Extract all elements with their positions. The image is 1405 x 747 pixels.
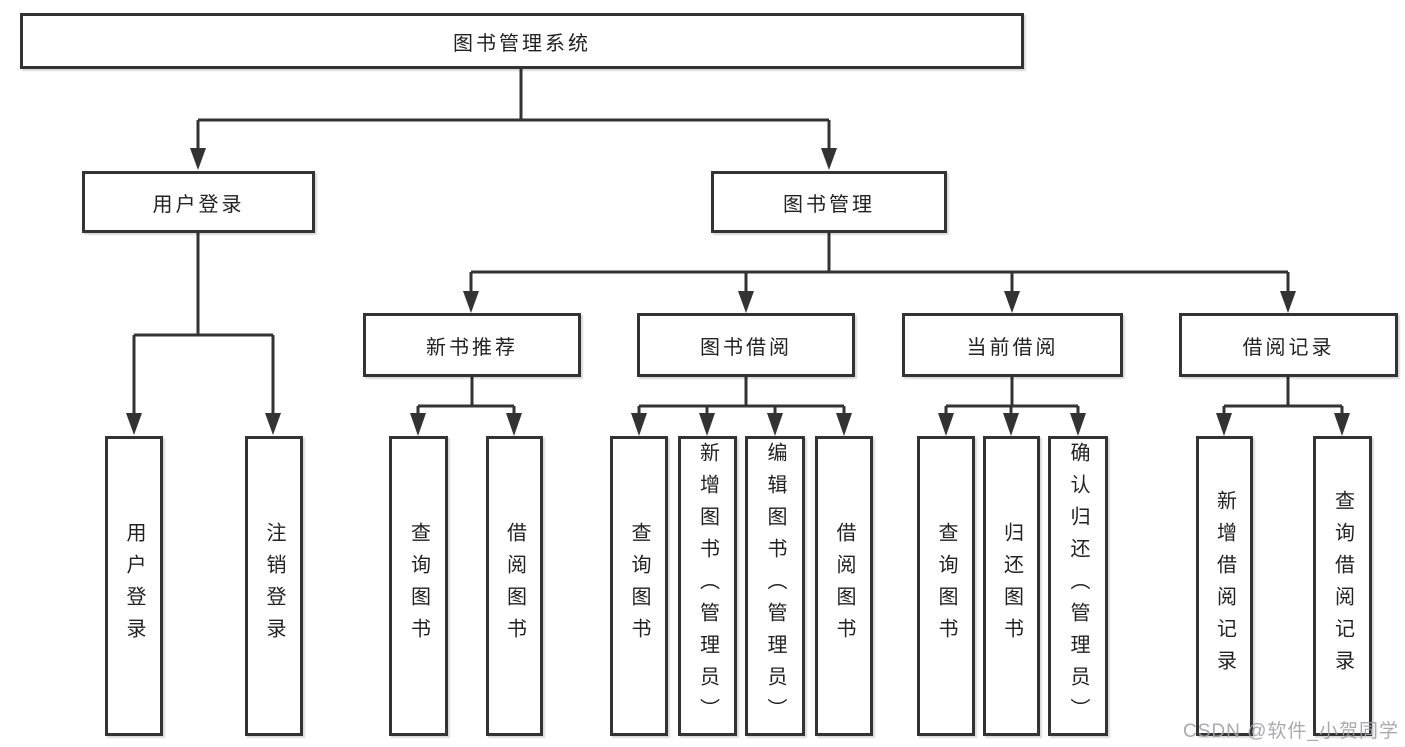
node-user-login: 用户登录 bbox=[82, 171, 315, 233]
node-current-borrow: 当前借阅 bbox=[902, 313, 1123, 377]
edge-borrow-records-children bbox=[1216, 377, 1350, 436]
arrowhead-icon bbox=[1070, 413, 1086, 436]
node-confirm-return-admin: 确认归还（管理员） bbox=[1048, 436, 1108, 736]
arrowhead-icon bbox=[938, 413, 954, 436]
node-label: 借阅图书 bbox=[833, 522, 855, 650]
arrowhead-icon bbox=[699, 413, 715, 436]
node-label: 新增借阅记录 bbox=[1213, 490, 1236, 682]
node-add-books-admin: 新增图书（管理员） bbox=[678, 436, 737, 736]
arrowhead-icon bbox=[767, 413, 783, 436]
node-label: 新书推荐 bbox=[426, 336, 518, 359]
arrowhead-icon bbox=[265, 413, 281, 435]
node-label: 当前借阅 bbox=[966, 336, 1059, 359]
node-book-management: 图书管理 bbox=[711, 171, 947, 233]
node-label: 编辑图书（管理员） bbox=[764, 442, 786, 730]
node-label: 图书管理系统 bbox=[453, 32, 591, 55]
node-query-books-recommend: 查询图书 bbox=[389, 436, 448, 736]
node-new-book-recommend: 新书推荐 bbox=[363, 313, 581, 377]
node-label: 用户登录 bbox=[123, 522, 145, 650]
node-label: 查询借阅记录 bbox=[1331, 490, 1354, 682]
node-leaf-logout: 注销登录 bbox=[245, 436, 303, 736]
node-label: 用户登录 bbox=[152, 193, 245, 216]
node-label: 确认归还（管理员） bbox=[1067, 442, 1089, 730]
node-query-borrow-record: 查询借阅记录 bbox=[1313, 436, 1372, 736]
arrowhead-icon bbox=[463, 291, 479, 313]
node-label: 图书管理 bbox=[783, 193, 875, 216]
node-add-borrow-record: 新增借阅记录 bbox=[1196, 436, 1253, 736]
node-edit-books-admin: 编辑图书（管理员） bbox=[745, 436, 805, 736]
edge-user-login-children bbox=[126, 233, 281, 435]
arrowhead-icon bbox=[506, 413, 522, 436]
node-label: 借阅记录 bbox=[1242, 336, 1335, 359]
node-label: 查询图书 bbox=[935, 522, 957, 650]
node-query-books-borrow: 查询图书 bbox=[610, 436, 668, 736]
arrowhead-icon bbox=[126, 413, 142, 435]
arrowhead-icon bbox=[1003, 413, 1019, 436]
node-book-borrow: 图书借阅 bbox=[637, 313, 855, 377]
node-borrow-records: 借阅记录 bbox=[1179, 313, 1398, 377]
node-label: 归还图书 bbox=[1000, 522, 1023, 650]
node-label: 查询图书 bbox=[628, 522, 650, 650]
csdn-watermark: CSDN @软件_小贺同学 bbox=[1183, 721, 1399, 742]
node-label: 新增图书（管理员） bbox=[696, 442, 719, 730]
node-query-books-current: 查询图书 bbox=[917, 436, 975, 736]
node-label: 图书借阅 bbox=[700, 336, 792, 359]
arrowhead-icon bbox=[821, 148, 837, 170]
node-leaf-user-login: 用户登录 bbox=[105, 436, 163, 736]
edge-book-borrow-children bbox=[631, 377, 852, 436]
node-label: 查询图书 bbox=[407, 522, 430, 650]
arrowhead-icon bbox=[836, 413, 852, 436]
node-label: 借阅图书 bbox=[503, 522, 526, 650]
edge-new-book-recommend-children bbox=[410, 377, 522, 436]
arrowhead-icon bbox=[410, 413, 426, 436]
node-library-management-system: 图书管理系统 bbox=[20, 13, 1024, 69]
edge-root-to-children bbox=[190, 69, 837, 170]
arrowhead-icon bbox=[1334, 413, 1350, 436]
edge-book-management-children bbox=[463, 233, 1296, 313]
node-label: 注销登录 bbox=[263, 522, 285, 650]
arrowhead-icon bbox=[738, 291, 754, 313]
arrowhead-icon bbox=[1216, 413, 1232, 436]
arrowhead-icon bbox=[190, 148, 206, 170]
edge-current-borrow-children bbox=[938, 377, 1086, 436]
node-borrow-books-recommend: 借阅图书 bbox=[486, 436, 543, 736]
arrowhead-icon bbox=[1280, 291, 1296, 313]
node-return-books: 归还图书 bbox=[983, 436, 1040, 736]
node-borrow-books-borrow: 借阅图书 bbox=[815, 436, 873, 736]
arrowhead-icon bbox=[1004, 291, 1020, 313]
arrowhead-icon bbox=[631, 413, 647, 436]
